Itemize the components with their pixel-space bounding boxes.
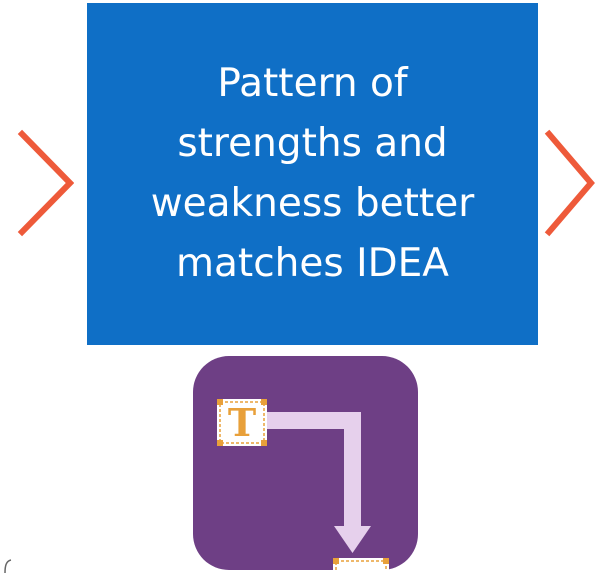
box-text: Pattern of strengths and weakness better… [151, 54, 474, 294]
box-line-2: strengths and [177, 121, 448, 166]
content-box: Pattern of strengths and weakness better… [87, 3, 538, 345]
text-box-icon: T [217, 399, 267, 446]
flow-arrow-icon [263, 412, 371, 553]
text-glyph: T [228, 400, 256, 445]
cursor-fragment-icon [4, 559, 12, 574]
text-flow-app-icon[interactable]: T [193, 356, 418, 570]
app-icon-background [193, 356, 418, 570]
box-line-3: weakness better [150, 181, 475, 226]
box-line-1: Pattern of [217, 61, 408, 106]
left-chevron-icon [17, 129, 74, 237]
target-box-icon [333, 558, 389, 570]
right-chevron-icon [544, 129, 595, 237]
box-line-4: matches IDEA [176, 241, 449, 286]
